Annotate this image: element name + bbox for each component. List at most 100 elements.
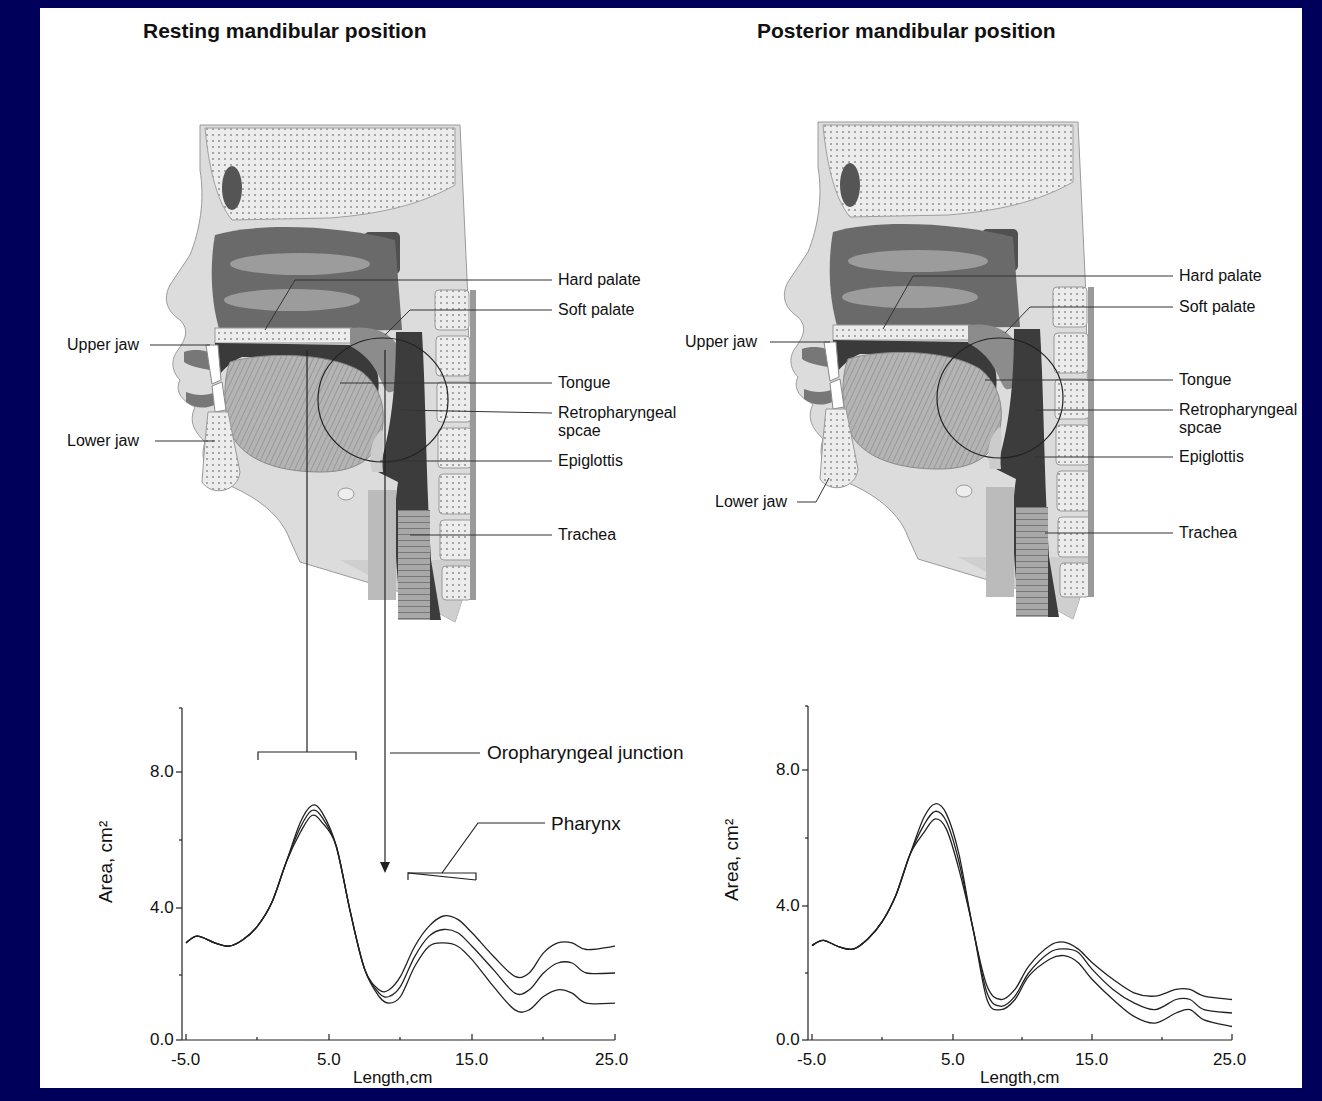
chart-axes [881, 1037, 882, 1040]
leader-lines [1005, 307, 1173, 333]
arrowhead [380, 862, 390, 873]
part-label: Hard palate [1179, 267, 1262, 285]
axis-tick: 4.0 [776, 896, 800, 916]
graph-brackets [258, 752, 356, 760]
part-label: Lower jaw [67, 432, 139, 450]
axis-tick: 15.0 [1075, 1050, 1108, 1070]
chart-axes [176, 771, 182, 772]
chart-axes [179, 839, 182, 840]
axis-title: Length,cm [980, 1068, 1059, 1088]
axis-tick: 15.0 [455, 1050, 488, 1070]
panel-heading: Posterior mandibular position [757, 19, 1056, 43]
axis-tick: 4.0 [150, 898, 174, 918]
part-label: Soft palate [1179, 298, 1256, 316]
graph-brackets [258, 350, 545, 880]
leader-lines [883, 276, 1173, 329]
part-label: Trachea [558, 526, 616, 544]
leader-lines [380, 461, 552, 462]
graph-brackets [384, 350, 385, 862]
chart-axes [542, 1037, 543, 1040]
graph-brackets [306, 350, 307, 752]
leader-lines [150, 276, 1173, 535]
part-label: Tongue [1179, 371, 1232, 389]
chart-axes [802, 769, 808, 770]
part-label: Upper jaw [685, 333, 757, 351]
chart-axes [176, 1039, 182, 1040]
part-label: Upper jaw [67, 336, 139, 354]
chart-axes [807, 706, 808, 1040]
area-curve [812, 804, 1232, 1000]
chart-axes [399, 1037, 400, 1040]
axis-tick: -5.0 [797, 1050, 826, 1070]
leader-lines [770, 342, 830, 343]
leader-lines [385, 310, 552, 335]
leader-lines [150, 345, 210, 346]
chart-axes [1231, 1034, 1232, 1040]
leader-lines [155, 441, 215, 442]
chart-axes [185, 1034, 186, 1040]
axis-tick: 25.0 [595, 1050, 628, 1070]
leader-lines [340, 383, 552, 384]
chart-axes [811, 1034, 812, 1040]
chart-axes [808, 1039, 1232, 1040]
chart-axes [256, 1037, 257, 1040]
chart-axes [181, 708, 182, 1040]
chart-axes [176, 706, 1232, 1040]
area-curve [812, 819, 1232, 1027]
area-curve [186, 805, 615, 992]
area-curve [186, 810, 615, 997]
axis-tick: 5.0 [317, 1050, 341, 1070]
chart-axes [952, 1034, 953, 1040]
leader-lines [400, 410, 552, 413]
part-label: Trachea [1179, 524, 1237, 542]
axis-title: Length,cm [353, 1068, 432, 1088]
chart-axes [182, 1039, 615, 1040]
part-label: Epiglottis [558, 452, 623, 470]
leader-lines [1045, 533, 1173, 534]
leader-lines [1035, 410, 1173, 411]
chart-axes [1161, 1037, 1162, 1040]
graph-brackets [408, 873, 476, 880]
axis-tick: 0.0 [776, 1030, 800, 1050]
axis-tick: 25.0 [1213, 1050, 1246, 1070]
chart-axes [805, 705, 808, 706]
panel-heading: Resting mandibular position [143, 19, 427, 43]
area-curves [186, 804, 1232, 1027]
axis-tick: 8.0 [150, 762, 174, 782]
chart-axes [471, 1034, 472, 1040]
axis-title: Area, cm² [95, 821, 117, 903]
head-section-posterior [784, 122, 1094, 619]
leader-lines [985, 380, 1173, 381]
graph-brackets [408, 873, 476, 880]
region-label: Pharynx [551, 813, 621, 835]
chart-axes [328, 1034, 329, 1040]
chart-axes [179, 707, 182, 708]
chart-axes [1091, 1034, 1092, 1040]
part-label: Hard palate [558, 271, 641, 289]
leader-lines [410, 535, 552, 536]
graph-brackets [442, 823, 545, 873]
area-curve [812, 811, 1232, 1013]
chart-axes [805, 837, 808, 838]
chart-axes [176, 907, 182, 908]
leader-lines [797, 478, 829, 502]
oropharynx-circle [318, 338, 448, 462]
leader-lines [1035, 457, 1173, 458]
chart-axes [614, 1034, 615, 1040]
chart-axes [805, 972, 808, 973]
axis-tick: 8.0 [776, 760, 800, 780]
axis-title: Area, cm² [721, 819, 743, 901]
part-label: Tongue [558, 374, 611, 392]
graph-brackets [390, 752, 480, 753]
head-section-resting [166, 125, 476, 622]
axis-tick: 0.0 [150, 1030, 174, 1050]
part-label: Soft palate [558, 301, 635, 319]
chart-axes [1021, 1037, 1022, 1040]
region-label: Oropharyngeal junction [487, 742, 683, 764]
oropharynx-circle [937, 338, 1063, 458]
part-label: Lower jaw [715, 493, 787, 511]
leader-lines [265, 280, 552, 330]
axis-tick: -5.0 [171, 1050, 200, 1070]
